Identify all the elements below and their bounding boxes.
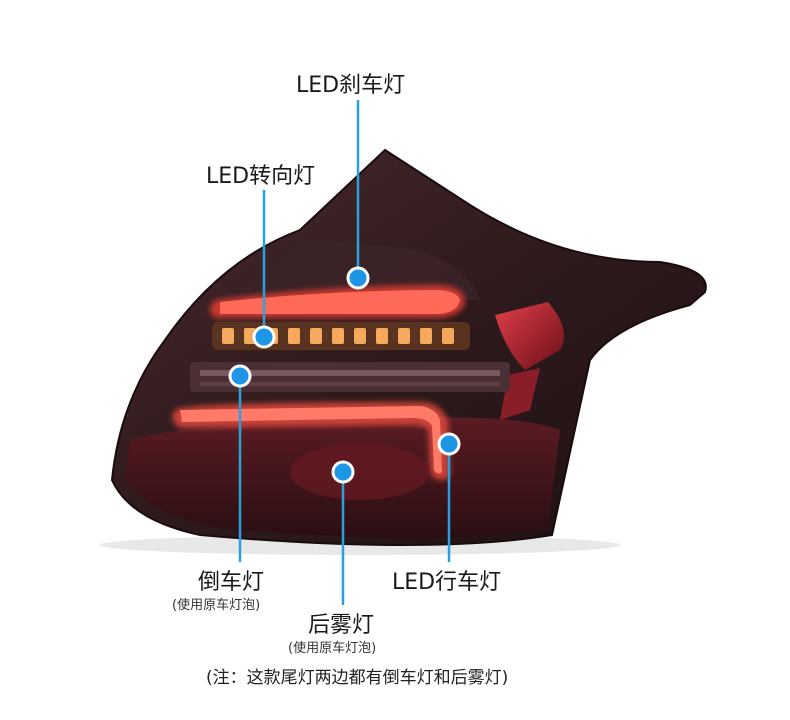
reverse-light-sublabel: (使用原车灯泡) — [172, 598, 261, 613]
brake-callout-dot — [346, 266, 370, 290]
brake-light-label: LED刹车灯 — [296, 73, 406, 98]
fog-callout-dot — [331, 460, 355, 484]
turn-callout-dot — [252, 325, 276, 349]
turn-signal-leds — [212, 322, 470, 350]
reverse-callout-dot — [228, 364, 252, 388]
running-light-bar — [172, 402, 450, 480]
footnote: (注：这款尾灯两边都有倒车灯和后雾灯) — [206, 668, 509, 688]
fog-light-sublabel: (使用原车灯泡) — [288, 641, 377, 656]
brake-light-bar — [210, 285, 465, 318]
fog-light-label: 后雾灯 — [308, 613, 375, 638]
running-light-label: LED行车灯 — [392, 570, 502, 595]
turn-signal-label: LED转向灯 — [206, 164, 316, 189]
reverse-light-label: 倒车灯 — [198, 570, 265, 595]
running-callout-dot — [437, 432, 461, 456]
reverse-light-strip — [190, 362, 510, 392]
side-reflector — [495, 302, 564, 370]
fog-light-area — [290, 444, 430, 500]
